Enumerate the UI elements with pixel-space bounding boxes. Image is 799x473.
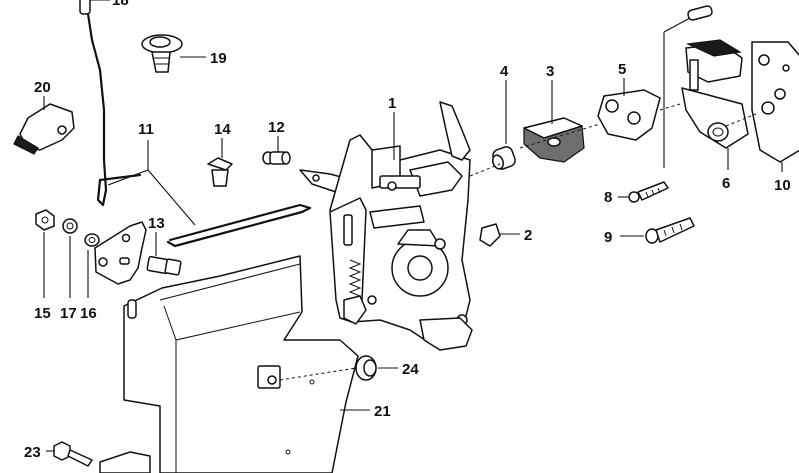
part-5-plate [597, 89, 661, 141]
part-4-bushing [491, 146, 516, 170]
part-3-striker-block [523, 117, 585, 163]
callout-10: 10 [774, 177, 791, 194]
callout-17: 17 [60, 305, 77, 322]
callout-24: 24 [402, 361, 419, 378]
callout-4: 4 [500, 63, 509, 80]
callout-5: 5 [618, 61, 626, 78]
leader-11b [107, 169, 149, 186]
callout-3: 3 [546, 63, 554, 80]
callout-12: 12 [268, 119, 285, 136]
callout-15: 15 [34, 305, 51, 322]
part-12-bushing [262, 151, 291, 165]
part-9-long-screw [645, 217, 695, 244]
callout-16: 16 [80, 305, 97, 322]
callout-18: 18 [112, 0, 129, 9]
callout-23: 23 [24, 444, 41, 461]
part-15-nut [35, 209, 55, 231]
part-2-cap [479, 223, 501, 247]
callout-19: 19 [210, 50, 227, 67]
part-19-push-clip [141, 34, 183, 73]
callout-2: 2 [524, 227, 532, 244]
part-14-clip [207, 157, 233, 187]
part-24-grommet [355, 355, 377, 381]
leader-11c [147, 169, 196, 226]
part-20-clip [13, 103, 75, 155]
callout-11: 11 [138, 121, 154, 138]
part-23-bolt [53, 441, 93, 467]
assembly-axis-b [725, 113, 757, 127]
part-1-lock-mechanism [299, 101, 473, 351]
callout-8: 8 [604, 189, 612, 206]
callout-1: 1 [388, 95, 396, 112]
assembly-axis-a [469, 103, 681, 177]
part-10-mounting-plate [751, 41, 799, 163]
callout-9: 9 [604, 229, 612, 246]
part-13-bolt [146, 255, 182, 276]
callout-20: 20 [34, 79, 51, 96]
callout-21: 21 [374, 403, 391, 420]
part-18-rod-end [79, 0, 110, 15]
part-8-short-screw [628, 181, 669, 203]
part-17-washer [62, 218, 78, 234]
part-21-inner-panel [99, 255, 359, 473]
top-screw [663, 5, 713, 168]
callout-14: 14 [214, 121, 231, 138]
assembly-axis-c [279, 367, 357, 381]
callout-13: 13 [148, 215, 165, 232]
part-16-bracket-plate [94, 221, 147, 285]
callout-6: 6 [722, 175, 730, 192]
part-6-hinge-body [681, 39, 749, 149]
part-16-washer [84, 233, 100, 247]
